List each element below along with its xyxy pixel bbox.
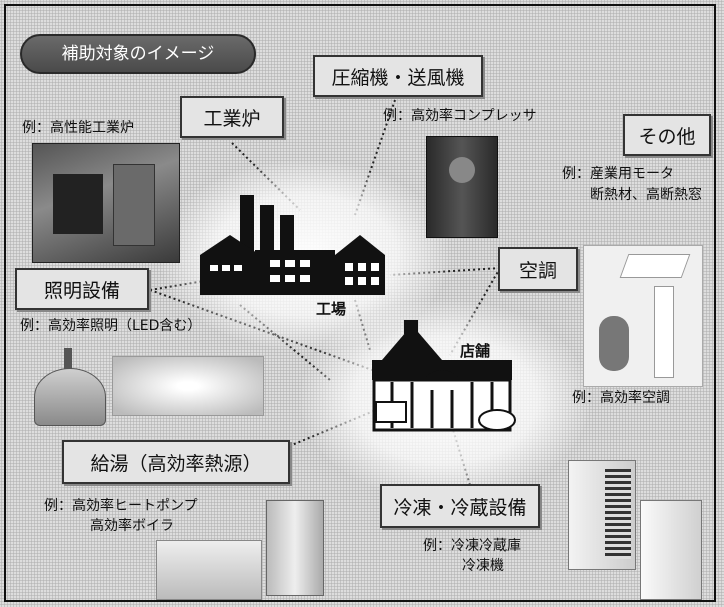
hotwater-example-line1: 例：高効率ヒートポンプ [44,498,198,514]
other-example-line2: 断熱材、高断熱窓 [590,187,702,203]
lighting-box: 照明設備 [15,268,149,310]
lighting-example: 例：高効率照明（LED含む） [20,318,202,334]
other-example-line1: 例：産業用モータ [562,166,674,182]
compressor-photo [426,136,498,238]
freezer-photo [568,460,636,570]
furnace-example: 例：高性能工業炉 [22,120,134,136]
refrigerator-photo [640,500,702,600]
diagram-frame [4,4,716,602]
hotwater-box: 給湯（高効率熱源） [62,440,290,484]
hotwater-example-line2: 高効率ボイラ [90,518,174,534]
store-icon [372,320,516,432]
furnace-box: 工業炉 [180,96,284,138]
boiler-photo [266,500,324,596]
refrigeration-box: 冷凍・冷蔵設備 [380,484,540,528]
aircon-box: 空調 [498,247,578,291]
aircon-example: 例：高効率空調 [572,390,670,406]
furnace-photo [32,143,180,263]
compressor-box: 圧縮機・送風機 [313,55,483,97]
compressor-example: 例：高効率コンプレッサ [383,108,537,124]
factory-icon [200,195,385,295]
store-label: 店舗 [460,342,491,360]
heatpump-photo [156,540,262,600]
factory-label: 工場 [316,300,347,318]
refrigeration-example-line2: 冷凍機 [462,558,504,574]
aircon-photo [583,245,703,387]
diagram-title: 補助対象のイメージ [20,34,256,74]
refrigeration-example-line1: 例：冷凍冷蔵庫 [423,538,521,554]
lighting-lamp-photo [28,348,110,428]
other-box: その他 [623,114,711,156]
lighting-panel-photo [112,356,264,416]
